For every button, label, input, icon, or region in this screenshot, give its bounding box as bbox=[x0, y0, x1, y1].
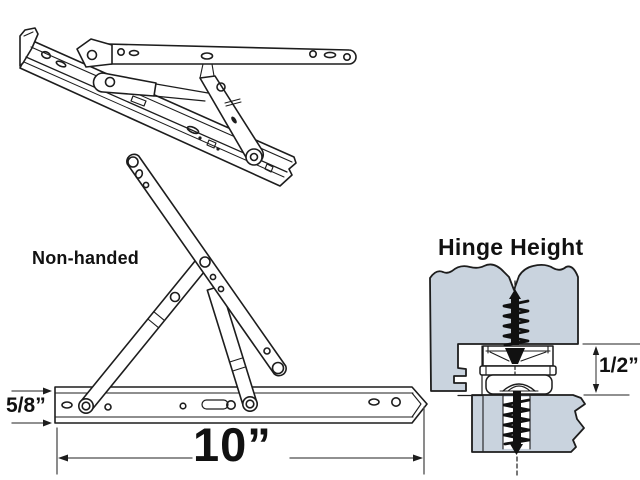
hinge-height-title: Hinge Height bbox=[438, 234, 584, 260]
track-thickness-dimension bbox=[11, 387, 52, 427]
hinge-height-dimension bbox=[582, 343, 640, 396]
track-thickness-label: 5/8” bbox=[6, 394, 46, 417]
track-length-label: 10” bbox=[193, 418, 272, 471]
open-hinge-drawing bbox=[54, 153, 428, 424]
upper-screw bbox=[502, 280, 530, 375]
upper-frame-section bbox=[429, 263, 579, 392]
hinge-height-cross-section bbox=[429, 263, 586, 477]
closed-hinge-drawing bbox=[19, 27, 357, 187]
non-handed-label: Non-handed bbox=[32, 248, 139, 268]
lower-screw bbox=[502, 391, 531, 477]
hinge-height-value-label: 1/2” bbox=[599, 354, 639, 377]
track-length-dimension bbox=[56, 406, 425, 475]
